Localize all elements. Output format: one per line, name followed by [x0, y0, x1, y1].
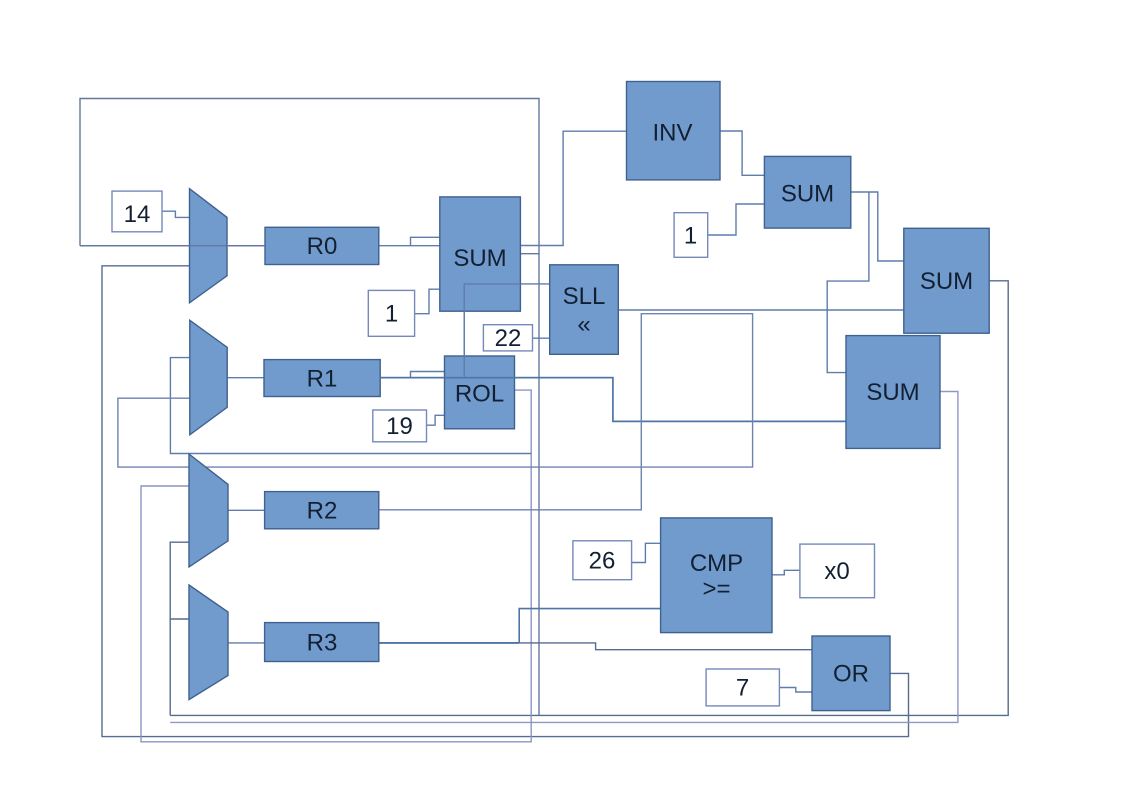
svg-text:R3: R3 — [307, 630, 338, 657]
svg-text:1: 1 — [684, 223, 697, 250]
svg-text:CMP: CMP — [690, 550, 743, 577]
svg-text:x0: x0 — [824, 558, 849, 585]
svg-text:INV: INV — [652, 120, 692, 147]
svg-text:ROL: ROL — [455, 381, 504, 408]
svg-text:R1: R1 — [307, 366, 338, 393]
svg-text:7: 7 — [736, 675, 749, 702]
svg-text:SUM: SUM — [453, 245, 506, 272]
svg-text:22: 22 — [495, 325, 522, 352]
svg-text:OR: OR — [833, 661, 869, 688]
svg-text:26: 26 — [589, 548, 616, 575]
svg-text:R2: R2 — [307, 498, 338, 525]
svg-text:14: 14 — [124, 201, 151, 228]
svg-text:SLL: SLL — [563, 283, 606, 310]
svg-text:19: 19 — [386, 413, 413, 440]
svg-text:1: 1 — [385, 301, 398, 328]
svg-text:SUM: SUM — [781, 181, 834, 208]
svg-text:SUM: SUM — [866, 379, 919, 406]
svg-text:>=: >= — [702, 576, 730, 603]
svg-text:R0: R0 — [307, 233, 338, 260]
svg-text:«: « — [577, 311, 590, 338]
svg-text:SUM: SUM — [920, 268, 973, 295]
